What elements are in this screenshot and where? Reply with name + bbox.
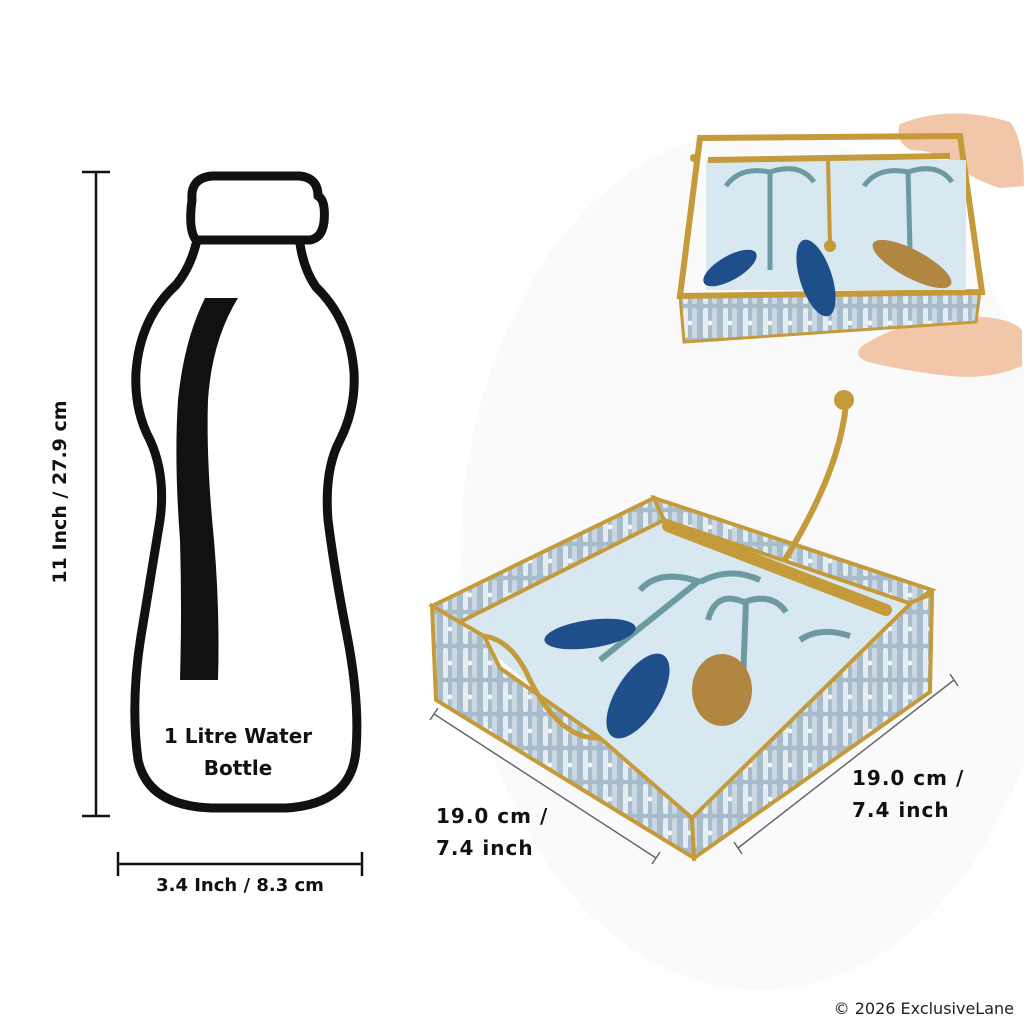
bottle-height-dimension: [82, 170, 110, 818]
holder-peacock-3: [692, 654, 752, 726]
holder-base: [454, 512, 910, 822]
holder-width-dimension: [733, 673, 959, 855]
holder-depth-label: 19.0 cm / 7.4 inch: [436, 800, 596, 864]
peacock-2: [796, 239, 836, 317]
holder-peacock-2: [606, 653, 670, 739]
bottle-width-label: 3.4 Inch / 8.3 cm: [156, 875, 324, 896]
tray-knob: [824, 240, 836, 252]
bottle-label: 1 Litre Water Bottle: [130, 720, 346, 784]
holder-depth-label-line2: 7.4 inch: [436, 836, 534, 860]
holder-in-hands-photo: [676, 113, 1024, 377]
bottle-height-label: 11 Inch / 27.9 cm: [49, 400, 71, 584]
palm-trees: [723, 166, 955, 270]
holder-front-wall-right: [689, 591, 935, 862]
holder-width-label-line1: 19.0 cm /: [852, 766, 965, 790]
tray-rod: [707, 153, 951, 163]
holder-rod: [662, 520, 892, 616]
napkin-holder-photo: [428, 390, 937, 862]
holder-arm: [783, 401, 849, 561]
holder-depth-label-line1: 19.0 cm /: [436, 804, 549, 828]
water-bottle-outline: [130, 171, 362, 813]
peacock-3: [872, 239, 952, 289]
bottle-label-line1: 1 Litre Water: [163, 724, 313, 748]
tray-divider: [826, 159, 832, 245]
holder-depth-dimension: [429, 707, 661, 865]
tray-outer: [676, 132, 986, 300]
holder-peacock-1: [544, 618, 636, 650]
holder-width-label-line2: 7.4 inch: [852, 798, 950, 822]
bottle-width-dimension: [116, 852, 364, 876]
bottle-body: [130, 239, 362, 813]
tray-side-knob: [690, 154, 698, 162]
holder-arm-knob: [834, 390, 854, 410]
hand-bottom: [858, 316, 1022, 377]
bottle-cap: [186, 171, 329, 245]
holder-width-label: 19.0 cm / 7.4 inch: [852, 762, 1012, 826]
copyright-text: © 2026 ExclusiveLane: [833, 999, 1014, 1018]
peacock-1: [703, 249, 757, 287]
holder-scoop-edge: [483, 633, 601, 741]
bottle-label-line2: Bottle: [203, 756, 273, 780]
bottle-shine: [176, 298, 238, 680]
